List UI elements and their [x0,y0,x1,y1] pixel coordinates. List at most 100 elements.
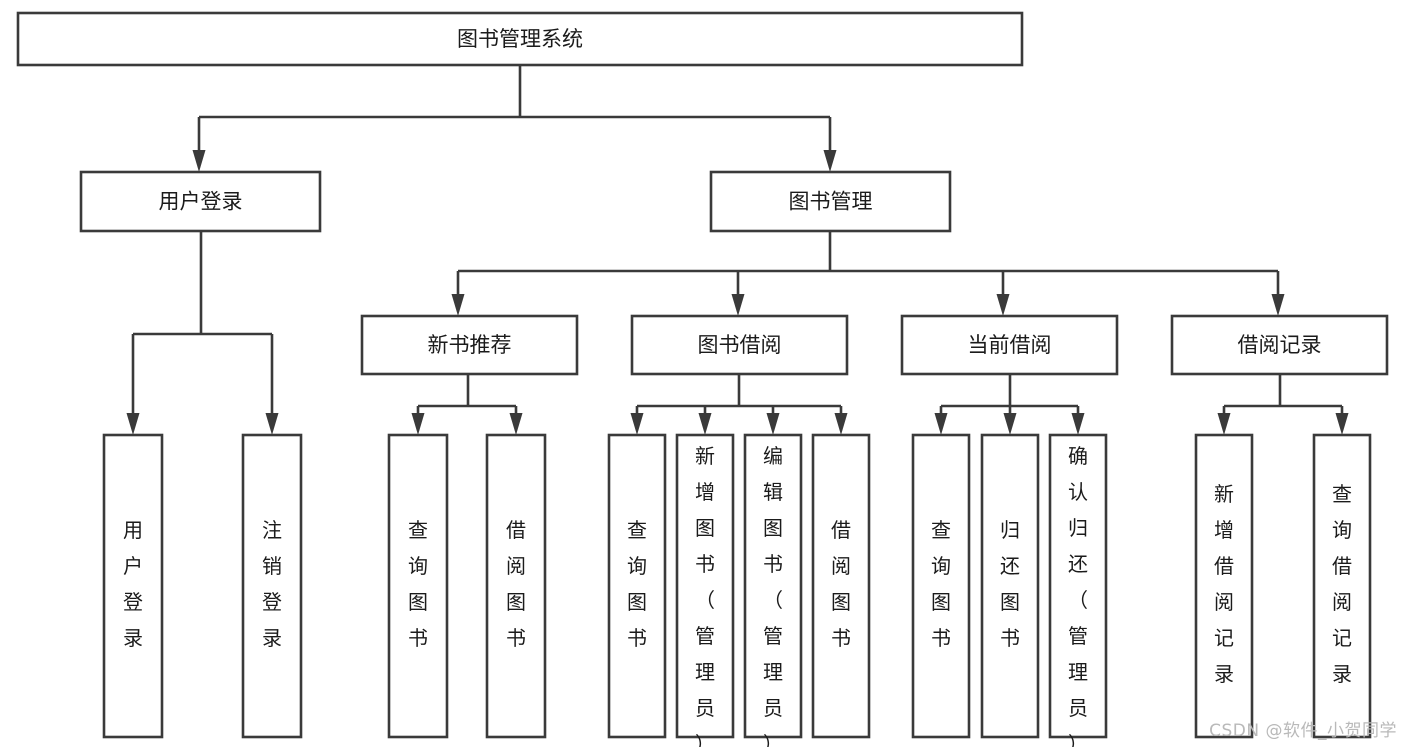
connector-layer [126,65,1349,435]
node-label-char: 询 [1332,518,1352,542]
node-label: 图书管理系统 [457,27,583,51]
node-box[interactable] [1170,314,1389,376]
connector-arrow [731,271,745,316]
node-label-char: ） [763,732,783,747]
connector-arrow [1071,406,1085,435]
node-layer: 图书管理系统用户登录图书管理新书推荐图书借阅当前借阅借阅记录用户登录注销登录查询… [16,11,1389,747]
connector-arrow [265,334,279,435]
node-label: 用户登录 [159,190,243,214]
node-box[interactable] [911,433,971,739]
node-box[interactable] [79,170,322,233]
node-box[interactable] [1312,433,1372,739]
node-label-char: 新 [695,444,715,468]
node-leaf-user-login[interactable]: 用户登录 [102,433,164,739]
node-book-manage[interactable]: 图书管理 [709,170,952,233]
node-user-login[interactable]: 用户登录 [79,170,322,233]
node-label-char: 录 [123,626,143,650]
node-box[interactable] [485,433,547,739]
connector-arrow [126,334,140,435]
node-label-char: 图 [931,590,951,614]
node-label-char: 借 [1214,554,1234,578]
connector-arrow [1003,406,1017,435]
node-box[interactable] [241,433,303,739]
node-label-char: 户 [123,554,143,578]
node-box[interactable] [387,433,449,739]
connector-arrow [1271,271,1285,316]
node-box[interactable] [102,433,164,739]
node-label: 图书管理 [789,190,873,214]
node-box[interactable] [360,314,579,376]
node-label-char: 认 [1068,480,1088,504]
node-label-char: 管 [763,624,783,648]
node-root[interactable]: 图书管理系统 [16,11,1024,67]
node-box[interactable] [811,433,871,739]
node-label-char: 书 [408,626,428,650]
node-box[interactable] [630,314,849,376]
connector-arrow [1335,406,1349,435]
node-book-borrow[interactable]: 图书借阅 [630,314,849,376]
node-current-borrow[interactable]: 当前借阅 [900,314,1119,376]
connector-arrow [630,406,644,435]
node-box[interactable] [743,433,803,739]
node-box[interactable] [709,170,952,233]
node-label-char: 查 [408,518,428,542]
node-label-char: 归 [1000,518,1020,542]
node-label: 当前借阅 [968,333,1052,357]
node-label-char: 增 [1214,518,1234,542]
connector-arrow [192,117,206,172]
node-label-char: 阅 [1214,590,1234,614]
node-borrow-record[interactable]: 借阅记录 [1170,314,1389,376]
node-label-char: 理 [763,660,783,684]
node-label: 借阅记录 [1238,333,1322,357]
node-label-char: ） [1068,732,1088,747]
node-label-char: 借 [506,518,526,542]
node-label-char: 记 [1214,626,1234,650]
node-label-char: 书 [695,552,715,576]
node-label-char: 员 [1068,696,1088,720]
node-box[interactable] [675,433,735,739]
node-label-char: （ [763,588,783,612]
node-label-char: 管 [1068,624,1088,648]
node-box[interactable] [16,11,1024,67]
connector-arrow [411,406,425,435]
node-box[interactable] [1048,433,1108,739]
node-label-char: ） [695,732,715,747]
node-label-char: 书 [1000,626,1020,650]
node-box[interactable] [900,314,1119,376]
node-label-char: 理 [1068,660,1088,684]
node-new-book-recommend[interactable]: 新书推荐 [360,314,579,376]
node-box[interactable] [607,433,667,739]
node-box[interactable] [980,433,1040,739]
node-label: 图书借阅 [698,333,782,357]
node-label-char: 书 [763,552,783,576]
node-label-char: 图 [506,590,526,614]
node-label-char: 归 [1068,516,1088,540]
node-box[interactable] [1194,433,1254,739]
connector-arrow [1217,406,1231,435]
node-label-char: 查 [627,518,647,542]
connector-arrow [834,406,848,435]
node-label-char: 登 [262,590,282,614]
node-label-char: 增 [695,480,715,504]
